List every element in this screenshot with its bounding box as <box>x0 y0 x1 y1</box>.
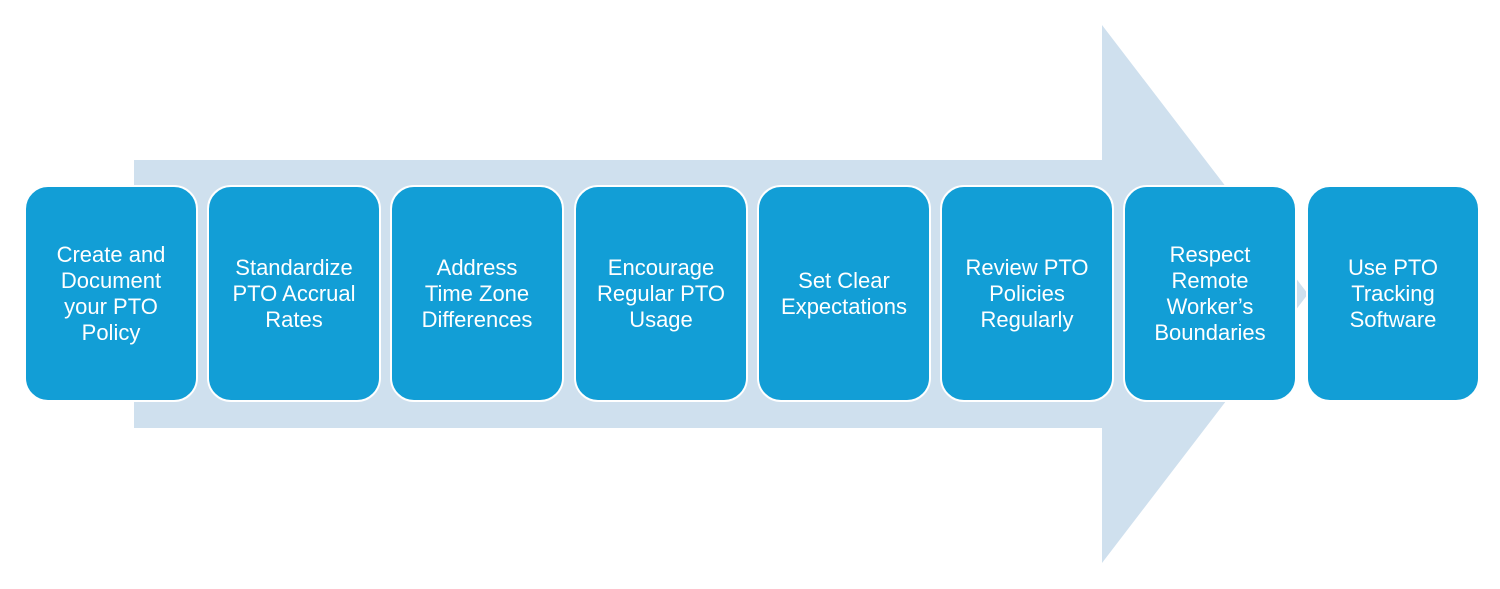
step-1-label: Create and Document your PTO Policy <box>56 241 166 345</box>
step-1-box: Create and Document your PTO Policy <box>24 185 198 402</box>
step-8-box: Use PTO Tracking Software <box>1306 185 1480 402</box>
step-6-label: Review PTO Policies Regularly <box>965 254 1089 332</box>
step-7-box: Respect Remote Worker’s Boundaries <box>1123 185 1297 402</box>
step-3-label: Address Time Zone Differences <box>421 254 533 332</box>
step-7-label: Respect Remote Worker’s Boundaries <box>1154 241 1266 345</box>
step-2-label: Standardize PTO Accrual Rates <box>232 254 356 332</box>
step-5-label: Set Clear Expectations <box>781 267 907 319</box>
step-3-box: Address Time Zone Differences <box>390 185 564 402</box>
step-2-box: Standardize PTO Accrual Rates <box>207 185 381 402</box>
step-6-box: Review PTO Policies Regularly <box>940 185 1114 402</box>
step-5-box: Set Clear Expectations <box>757 185 931 402</box>
step-8-label: Use PTO Tracking Software <box>1347 254 1439 332</box>
step-4-label: Encourage Regular PTO Usage <box>597 254 725 332</box>
step-4-box: Encourage Regular PTO Usage <box>574 185 748 402</box>
